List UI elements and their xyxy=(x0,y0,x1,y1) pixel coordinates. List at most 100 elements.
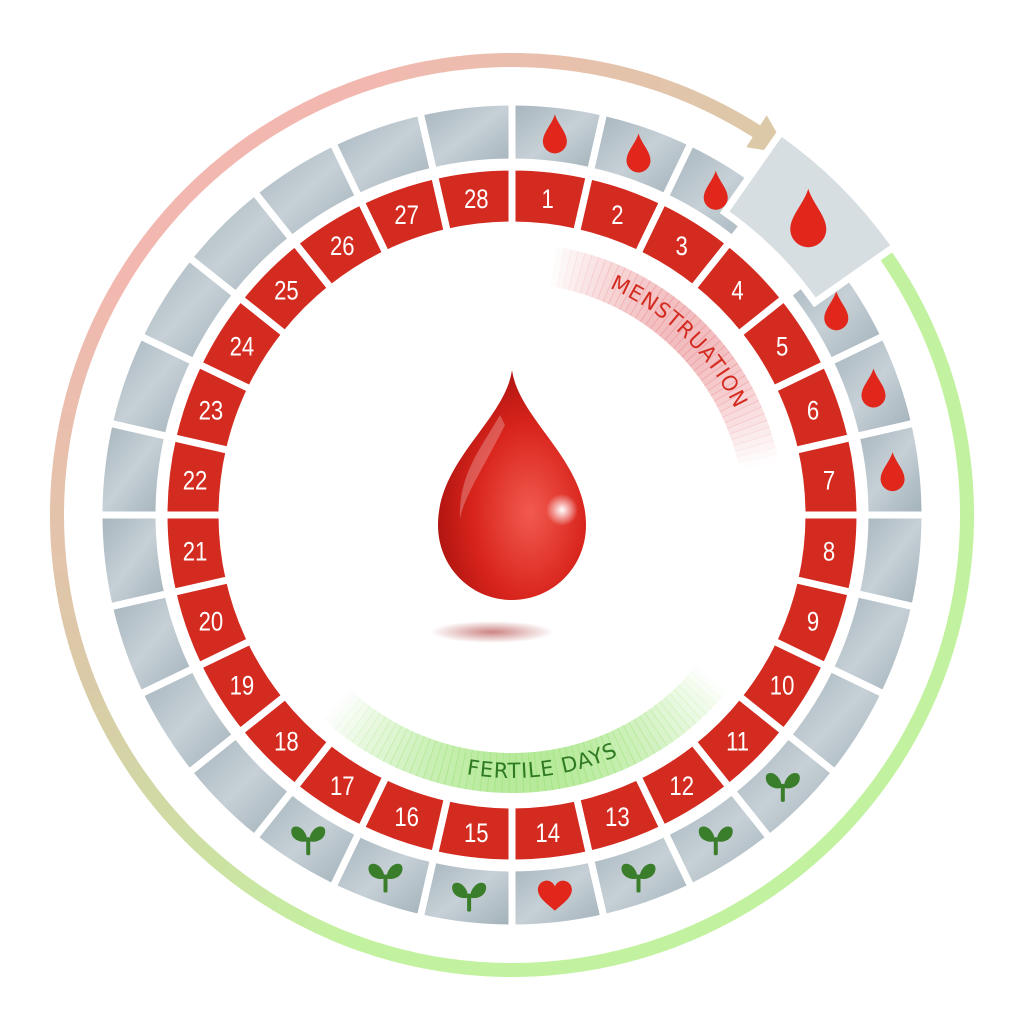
fertile-band xyxy=(345,705,376,743)
cycle-arrow-segment xyxy=(53,440,70,461)
cycle-arrow-ring xyxy=(50,52,975,977)
cycle-arrow-segment xyxy=(655,933,678,953)
fertile-band xyxy=(515,752,525,793)
day-14: 14 xyxy=(508,793,609,932)
fertile-band xyxy=(540,750,554,792)
menstruation-band xyxy=(645,292,675,329)
day-cell: 6 xyxy=(768,359,856,455)
icon-cell xyxy=(95,511,173,612)
menstruation-band xyxy=(693,345,730,377)
menstruation-band xyxy=(735,440,776,458)
cycle-arrow-segment xyxy=(421,954,442,972)
cycle-arrow-segment xyxy=(50,536,66,556)
cycle-arrow-segment xyxy=(959,490,974,510)
day-cell: 8 xyxy=(790,511,864,597)
day-28: 28 xyxy=(415,98,516,237)
fertile-band xyxy=(659,697,691,734)
fertile-band xyxy=(617,725,643,765)
cycle-arrow-segment xyxy=(956,554,973,574)
fertile-band xyxy=(472,750,486,792)
fertile-band xyxy=(664,693,697,729)
fertile-band xyxy=(328,694,361,730)
day-number: 12 xyxy=(669,772,694,802)
menstruation-band xyxy=(579,254,600,296)
fertile-band xyxy=(588,737,610,779)
cycle-arrow-segment xyxy=(61,613,80,635)
fertile-band xyxy=(686,671,722,704)
menstruation-band xyxy=(640,288,669,326)
fertile-band xyxy=(416,738,437,779)
menstruation-band xyxy=(568,251,586,292)
menstruation-band xyxy=(562,249,579,291)
day-8: 8 xyxy=(790,511,929,612)
menstruation-band xyxy=(713,381,753,407)
cycle-arrow-segment xyxy=(58,408,77,430)
icon-cell-background xyxy=(95,511,173,612)
menstruation-band xyxy=(722,400,762,424)
menstruation-band xyxy=(733,433,774,452)
menstruation-band xyxy=(700,357,739,386)
day-cell: 21 xyxy=(160,511,234,597)
fertile-band xyxy=(678,680,712,714)
day-number: 14 xyxy=(535,819,560,849)
fertile-band xyxy=(673,684,707,719)
cycle-arrow-segment xyxy=(437,957,458,974)
day-number: 7 xyxy=(823,466,835,496)
cycle-arrow-segment xyxy=(612,64,634,83)
menstruation-band xyxy=(681,329,717,362)
day-number: 6 xyxy=(807,397,819,427)
fertile-band xyxy=(546,749,561,791)
cycle-arrow-segment xyxy=(930,349,950,372)
fertile-band xyxy=(639,712,668,750)
menstruation-band xyxy=(736,446,778,464)
day-number: 21 xyxy=(183,538,208,568)
fertile-band xyxy=(458,748,473,790)
cycle-arrow-segment xyxy=(361,72,384,92)
drop-body xyxy=(438,370,586,600)
menstruation-band xyxy=(729,419,770,441)
cycle-arrow-segment xyxy=(944,615,963,637)
fertile-band xyxy=(402,733,425,774)
day-1: 1 xyxy=(508,98,609,237)
fertile-band xyxy=(600,733,623,774)
day-number: 13 xyxy=(605,803,630,833)
day-4: 4 xyxy=(687,127,900,340)
menstruation-band xyxy=(556,247,572,289)
blood-drop-icon xyxy=(542,114,567,154)
day-number: 22 xyxy=(183,466,208,496)
fertile-band xyxy=(436,744,455,785)
cycle-arrow-segment xyxy=(55,582,73,604)
cycle-arrow-segment xyxy=(423,58,445,76)
cycle-arrow-segment xyxy=(951,585,969,606)
menstruation-band xyxy=(668,314,702,349)
cycle-arrow-segment xyxy=(55,424,73,445)
day-number: 26 xyxy=(330,232,355,262)
day-number: 16 xyxy=(394,803,419,833)
drop-sparkle xyxy=(546,494,578,526)
menstruation-band xyxy=(619,273,645,313)
fertile-band xyxy=(611,727,637,768)
cycle-arrow-segment xyxy=(503,52,523,68)
day-number: 11 xyxy=(726,728,749,758)
day-number: 24 xyxy=(230,332,255,362)
cycle-arrow-segment xyxy=(548,959,569,976)
fertile-band xyxy=(644,708,674,747)
fertile-band xyxy=(363,716,392,755)
cycle-arrow-segment xyxy=(408,61,429,79)
cycle-arrow-segment xyxy=(346,77,369,97)
day-cell: 23 xyxy=(168,359,256,455)
blood-drop-icon xyxy=(861,368,886,408)
menstruation-band xyxy=(602,264,626,305)
fertile-band xyxy=(409,736,431,777)
fertile-band xyxy=(382,725,408,765)
cycle-arrow-segment xyxy=(453,959,473,976)
blood-drop-icon xyxy=(626,133,651,173)
menstruation-band xyxy=(573,252,593,294)
fertile-band xyxy=(633,715,662,754)
day-cell: 7 xyxy=(790,433,864,519)
phase-bands xyxy=(328,247,778,793)
cycle-arrow-segment xyxy=(944,395,963,417)
menstruation-band xyxy=(597,261,620,302)
